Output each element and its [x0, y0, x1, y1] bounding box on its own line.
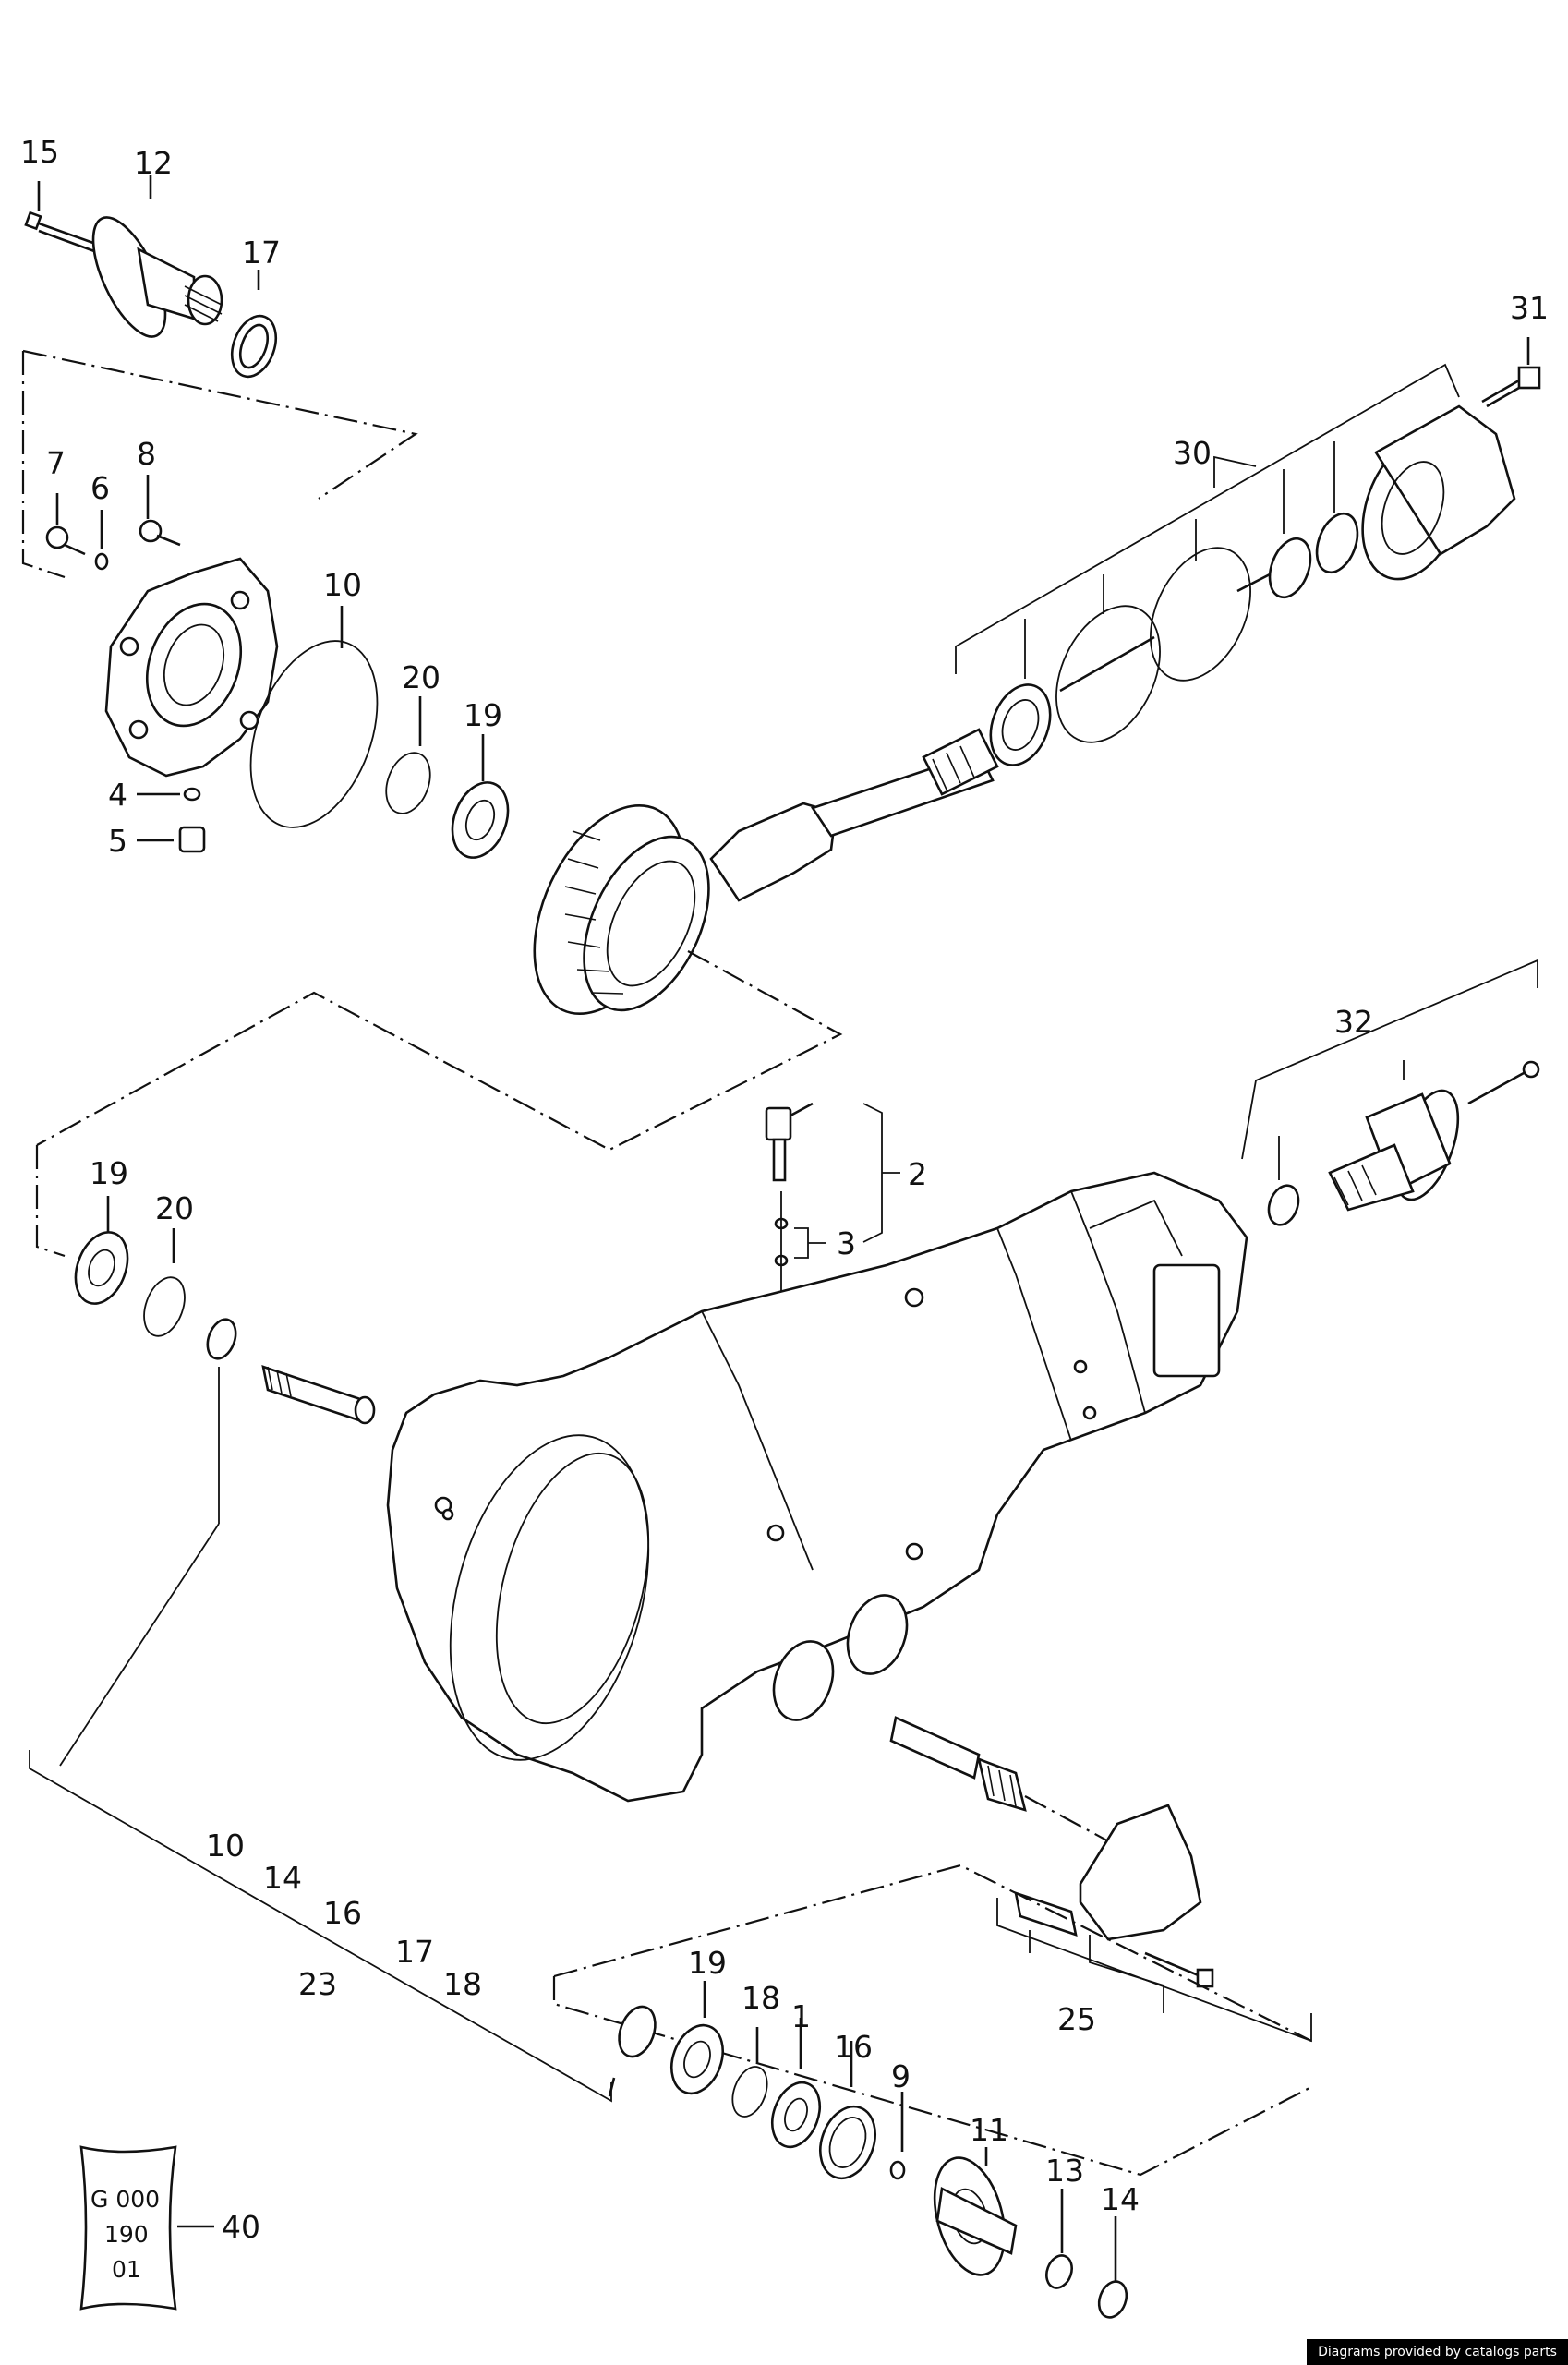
callout-19-bottom: 19	[688, 1945, 727, 1981]
callout-14-lower: 14	[263, 1860, 302, 1896]
washer-9	[889, 2092, 906, 2180]
speed-sensor-2	[765, 1102, 814, 1293]
callout-30: 30	[1173, 435, 1212, 471]
bearing-19-left	[74, 1196, 129, 1305]
callout-18-bottom: 18	[742, 1980, 780, 2016]
bolt-8	[139, 475, 181, 547]
shim-20-left	[143, 1228, 186, 1337]
bearing-housing	[1361, 404, 1516, 581]
cover-housing	[104, 557, 279, 778]
callout-7: 7	[46, 445, 66, 481]
package-label-line2: 190	[104, 2221, 149, 2248]
callout-3: 3	[837, 1225, 856, 1261]
output-flange-32	[1328, 1060, 1540, 1212]
pinion-shaft	[709, 728, 999, 902]
callout-23: 23	[298, 1966, 337, 2002]
callout-32: 32	[1334, 1004, 1373, 1040]
callout-20-left: 20	[155, 1190, 194, 1226]
bolt-7	[45, 493, 86, 556]
seal-left	[206, 1318, 237, 1360]
bolt-31	[1481, 337, 1541, 408]
oring-10-top	[249, 606, 379, 828]
seal-lower	[608, 2005, 657, 2097]
drive-shaft	[889, 1716, 1137, 1857]
bearing-cup-right	[989, 683, 1052, 766]
input-shaft	[261, 1365, 376, 1425]
cap-14	[1097, 2216, 1128, 2319]
callout-19-top: 19	[464, 697, 502, 733]
callout-8: 8	[137, 436, 156, 472]
callout-6: 6	[90, 470, 110, 506]
callout-11: 11	[970, 2112, 1008, 2148]
package-label-line1: G 000	[90, 2186, 160, 2213]
callout-17-top: 17	[242, 235, 281, 271]
flange-12	[91, 175, 223, 338]
callout-1: 1	[791, 1998, 811, 2034]
bearing-rings-30	[1268, 512, 1359, 599]
flange-11	[933, 2147, 1018, 2276]
ring-13	[1045, 2189, 1073, 2289]
ring-gear	[533, 803, 710, 1016]
callout-20-top: 20	[402, 659, 440, 695]
callout-15: 15	[20, 134, 59, 170]
transmission-case	[386, 1171, 1248, 1803]
bearing-19-lower	[670, 1981, 724, 2095]
callout-4: 4	[108, 777, 127, 813]
washer-4	[137, 787, 201, 802]
bracket-25	[1014, 1804, 1214, 1988]
callout-10-top: 10	[323, 567, 362, 603]
shim-discs	[1055, 547, 1271, 743]
callout-17-lower: 17	[395, 1934, 434, 1970]
callout-9: 9	[891, 2058, 911, 2094]
callout-31: 31	[1510, 290, 1549, 326]
callout-10-lower: 10	[206, 1828, 245, 1864]
bearing-19-top	[451, 734, 510, 859]
callout-12: 12	[134, 145, 173, 181]
credit-label: Diagrams provided by catalogs parts	[1307, 2339, 1568, 2365]
callout-2: 2	[908, 1156, 927, 1192]
package-label-line3: 01	[112, 2256, 141, 2283]
seal-17-top	[230, 270, 278, 379]
callout-16-bottom: 16	[834, 2029, 873, 2065]
washer-6	[94, 510, 109, 571]
callout-16-lower: 16	[323, 1895, 362, 1931]
package-40: G 000 190 01	[79, 2145, 214, 2311]
shim-20-top	[385, 696, 431, 814]
seal-16-lower	[819, 2041, 876, 2180]
callout-40: 40	[222, 2209, 260, 2245]
shim-18-lower	[731, 2027, 768, 2118]
callout-25: 25	[1057, 2001, 1096, 2037]
callout-14-bottom: 14	[1101, 2181, 1140, 2217]
callout-18-lower: 18	[443, 1966, 482, 2002]
seal-32	[1267, 1184, 1300, 1226]
callout-13: 13	[1045, 2153, 1084, 2189]
plug-5	[137, 826, 206, 853]
callout-5: 5	[108, 823, 127, 859]
callout-19-left: 19	[90, 1155, 128, 1191]
bearing-1	[771, 2018, 821, 2149]
